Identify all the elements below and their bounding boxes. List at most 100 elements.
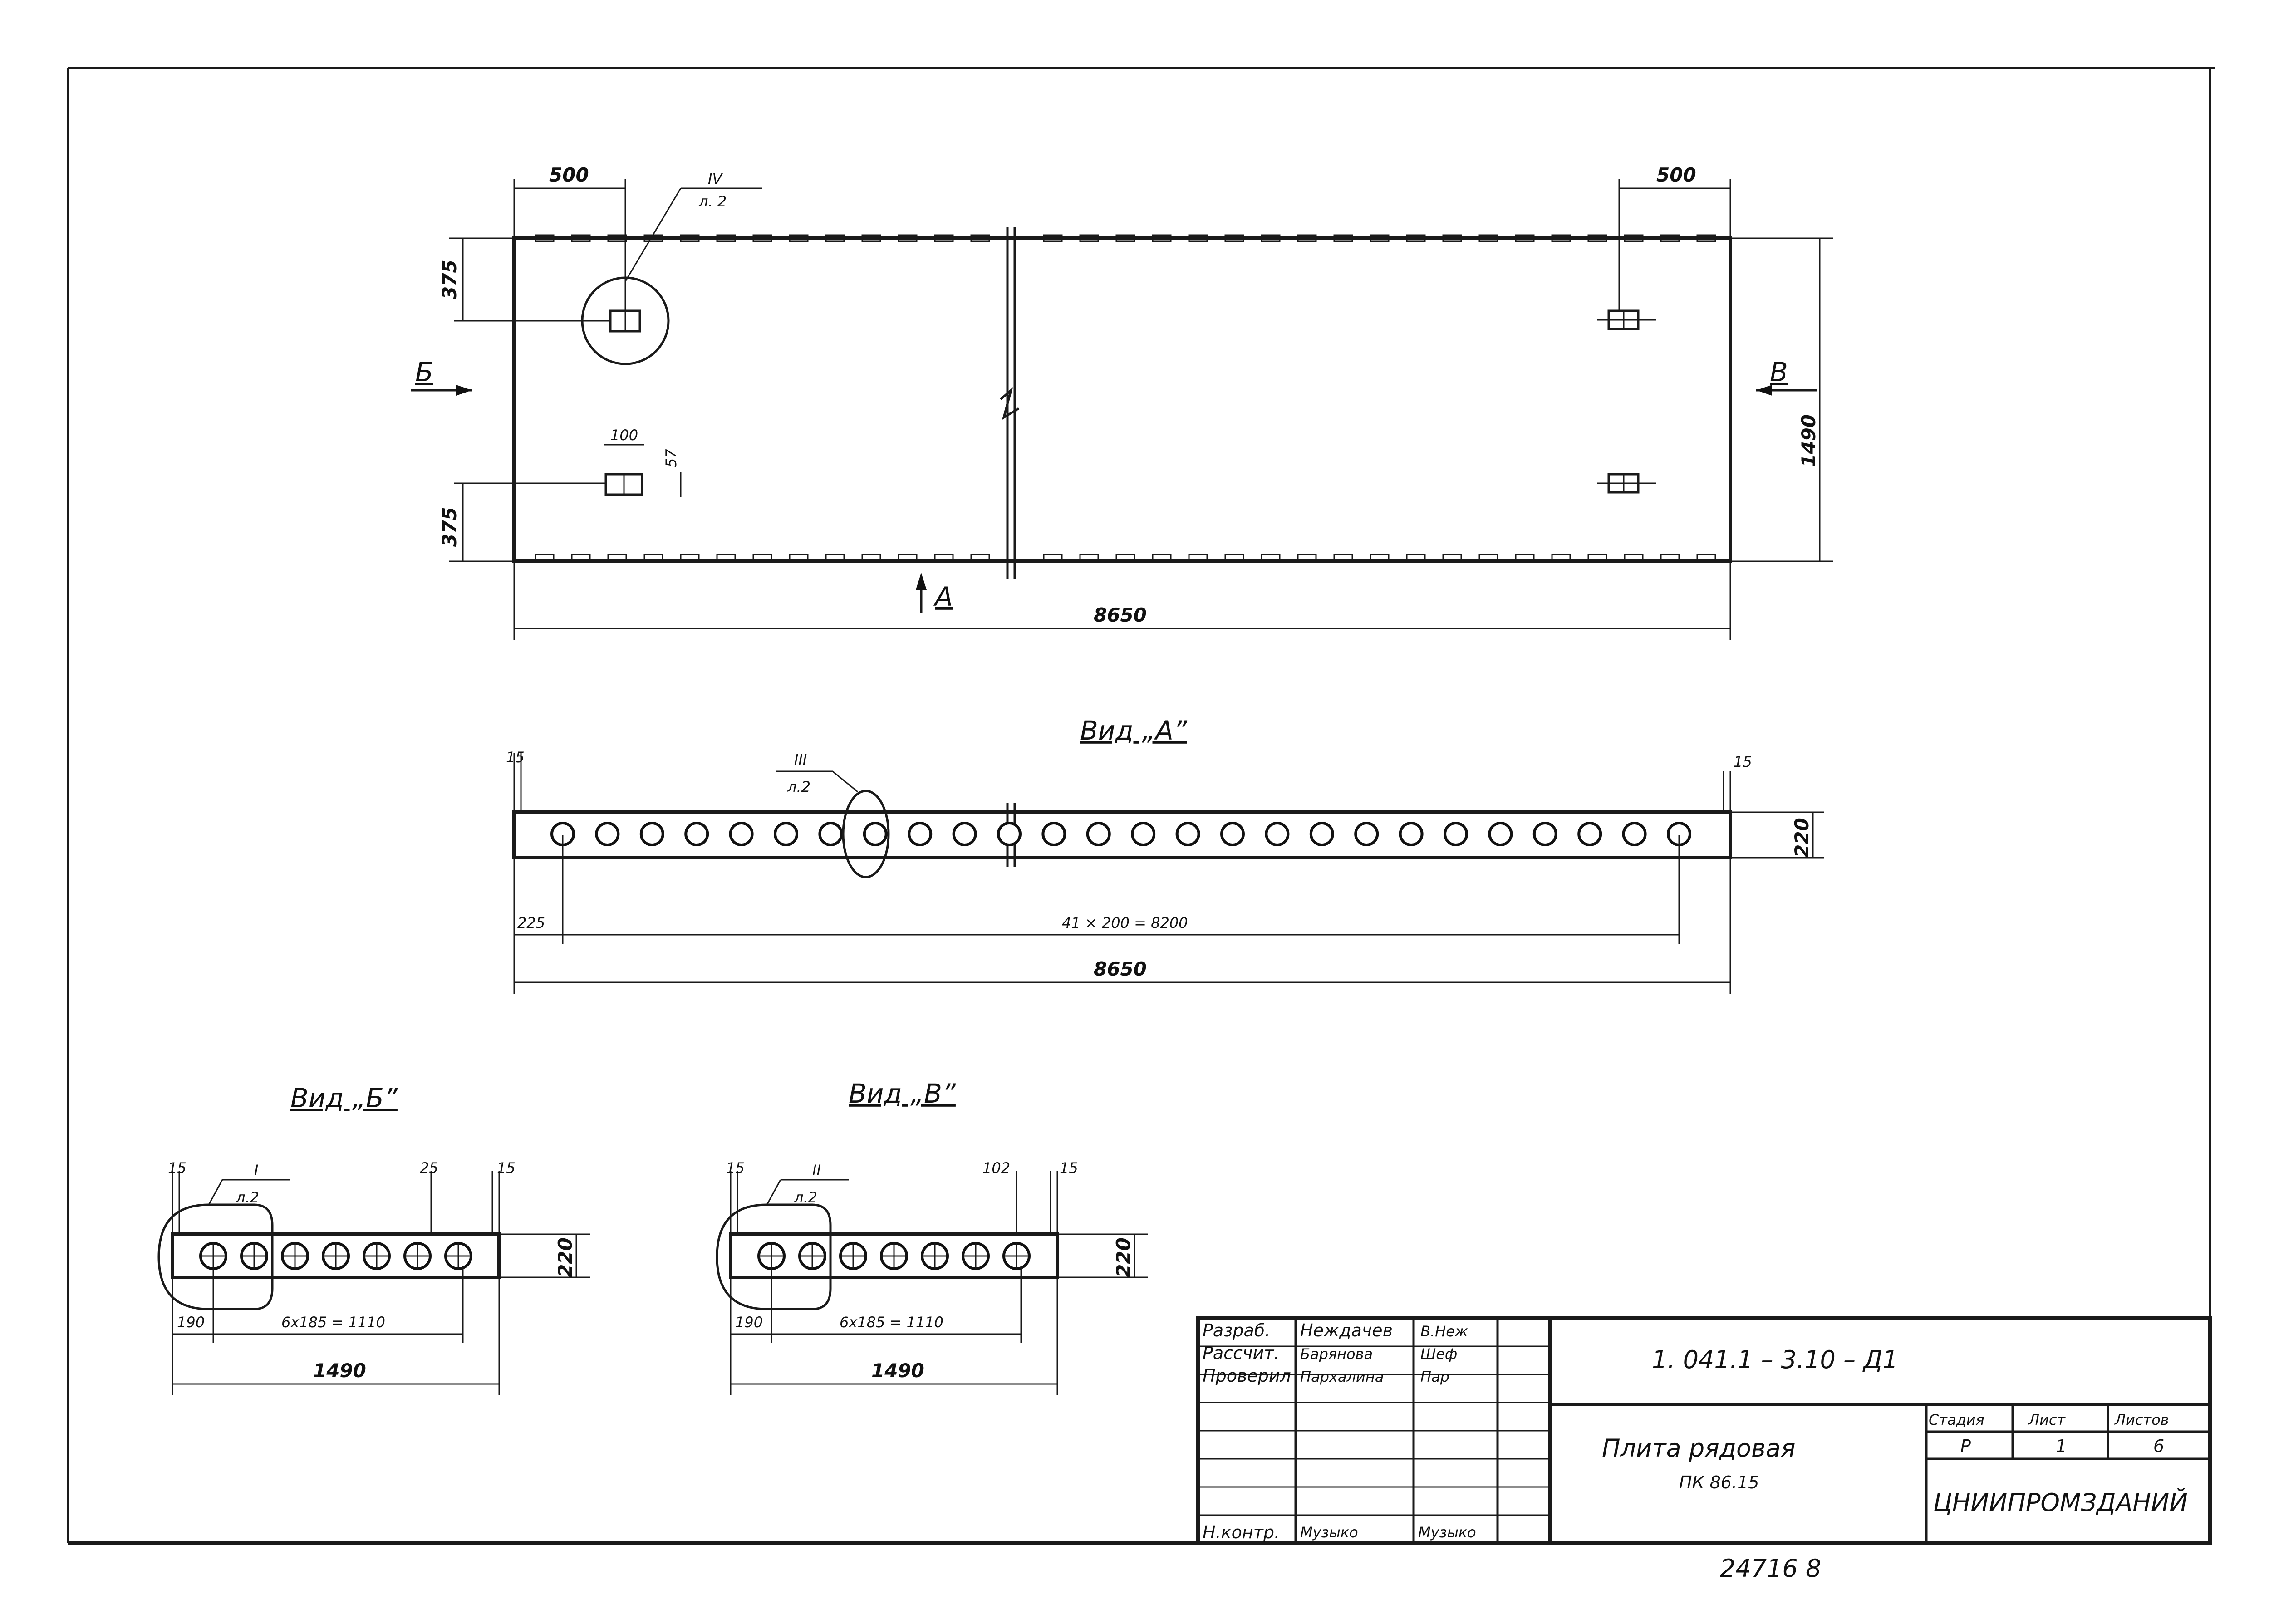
shear-key	[1587, 554, 1607, 562]
view-a-hole	[1354, 822, 1379, 846]
view-v-dim-offset: 190	[735, 1314, 763, 1331]
plan-dim-small-a: 100	[610, 427, 638, 444]
view-v-callout-top: II	[812, 1162, 821, 1179]
plan-dim-length: 8650	[1094, 604, 1147, 626]
shear-key	[1297, 234, 1317, 242]
view-v-dim-inner: 102	[982, 1159, 1010, 1177]
shear-key	[1660, 234, 1680, 242]
plan-callout-iv-bottom: л. 2	[698, 193, 727, 210]
shear-key	[571, 234, 591, 242]
shear-key	[1188, 234, 1208, 242]
view-a-hole	[1041, 822, 1066, 846]
view-b-dim-left-edge: 15	[168, 1159, 187, 1177]
shear-key	[1587, 234, 1607, 242]
tb-archive-number: 24716 8	[1720, 1554, 1821, 1583]
view-a-hole	[1265, 822, 1290, 846]
shear-key	[1079, 554, 1099, 562]
shear-key	[1515, 234, 1535, 242]
tb-row2-sign: Шеф	[1420, 1345, 1457, 1363]
view-b-title: Вид „Б”	[290, 1083, 398, 1114]
shear-key	[1551, 234, 1571, 242]
tb-row8-sign: Музыко	[1418, 1524, 1476, 1541]
shear-key	[643, 554, 663, 562]
view-b-dim-offset: 190	[177, 1314, 205, 1331]
tb-row2-role: Рассчит.	[1203, 1343, 1279, 1363]
view-b-callout-bottom: л.2	[236, 1189, 259, 1206]
view-a-hole	[684, 822, 709, 846]
shear-key	[1551, 554, 1571, 562]
view-a-dim-left-edge: 15	[506, 749, 525, 766]
shear-key	[1370, 554, 1390, 562]
view-b-dim-spacing: 6х185 = 1110	[281, 1314, 385, 1331]
tb-sheet-value: 1	[2056, 1436, 2067, 1456]
view-v-dim-right-edge: 15	[1060, 1159, 1078, 1177]
shear-key	[752, 234, 772, 242]
view-a-hole	[1622, 822, 1647, 846]
view-a-hole	[1175, 822, 1200, 846]
view-a-hole	[595, 822, 620, 846]
view-v-dim-width: 1490	[871, 1359, 924, 1382]
view-a-callout-top: III	[794, 751, 807, 768]
view-b-dim-inner: 25	[420, 1159, 438, 1177]
shear-key	[571, 554, 591, 562]
shear-key	[1188, 554, 1208, 562]
shear-key	[716, 554, 736, 562]
view-a-dim-spacing: 41 × 200 = 8200	[1062, 914, 1188, 932]
shear-key	[1079, 234, 1099, 242]
view-b-dim-right-edge: 15	[497, 1159, 516, 1177]
shear-key	[970, 554, 990, 562]
view-v-callout-bottom: л.2	[794, 1189, 817, 1206]
shear-key	[680, 554, 700, 562]
view-b-dim-width: 1490	[313, 1359, 366, 1382]
view-b: Вид „Б” 15 15 25 I л.2 220 190 6х185 = 1…	[157, 1083, 590, 1395]
shear-key	[1261, 234, 1281, 242]
shear-key	[1115, 554, 1135, 562]
plan-arrow-b: Б	[415, 357, 433, 388]
view-v-dim-left-edge: 15	[726, 1159, 745, 1177]
view-a-hole	[1532, 822, 1557, 846]
view-a-hole	[1488, 822, 1513, 846]
tb-stage-value: Р	[1960, 1436, 1971, 1456]
shear-key	[716, 234, 736, 242]
view-a-dim-offset: 225	[517, 914, 545, 932]
view-a-hole	[863, 822, 888, 846]
shear-key	[535, 234, 555, 242]
shear-key	[1370, 234, 1390, 242]
shear-key	[1043, 234, 1063, 242]
view-b-callout-top: I	[254, 1162, 258, 1179]
view-a-hole	[1444, 822, 1468, 846]
shear-key	[970, 234, 990, 242]
shear-key	[1224, 554, 1244, 562]
view-a-callout-bottom: л.2	[787, 778, 810, 795]
view-v-dim-spacing: 6х185 = 1110	[840, 1314, 943, 1331]
plan-dim-left-top: 375	[438, 260, 461, 299]
view-a-hole	[1399, 822, 1424, 846]
view-a-hole	[1131, 822, 1156, 846]
view-v-holes	[757, 1242, 1031, 1270]
shear-key	[1333, 554, 1353, 562]
view-a-hole	[774, 822, 798, 846]
shear-key	[1333, 234, 1353, 242]
shear-key	[1442, 234, 1462, 242]
view-a-hole	[729, 822, 754, 846]
shear-key	[861, 234, 881, 242]
shear-key	[607, 234, 627, 242]
shear-key	[789, 234, 809, 242]
tb-row3-role: Проверил	[1203, 1366, 1291, 1386]
shear-key	[535, 554, 555, 562]
shear-key	[1660, 554, 1680, 562]
tb-stage-label: Стадия	[1929, 1411, 1984, 1428]
shear-key	[607, 554, 627, 562]
view-a-hole	[1086, 822, 1111, 846]
plan-view: 500 500 IV л. 2 375 375 100 57 1490 Б	[411, 164, 1833, 640]
shear-key	[898, 234, 918, 242]
shear-key	[1043, 554, 1063, 562]
view-b-dim-height: 220	[554, 1237, 576, 1277]
shear-key	[861, 554, 881, 562]
plan-arrow-v: В	[1770, 357, 1788, 388]
plan-dim-top-left: 500	[549, 164, 589, 186]
shear-key	[1152, 554, 1172, 562]
shear-key	[1624, 234, 1644, 242]
shear-key	[825, 554, 845, 562]
view-a-hole	[997, 822, 1022, 846]
